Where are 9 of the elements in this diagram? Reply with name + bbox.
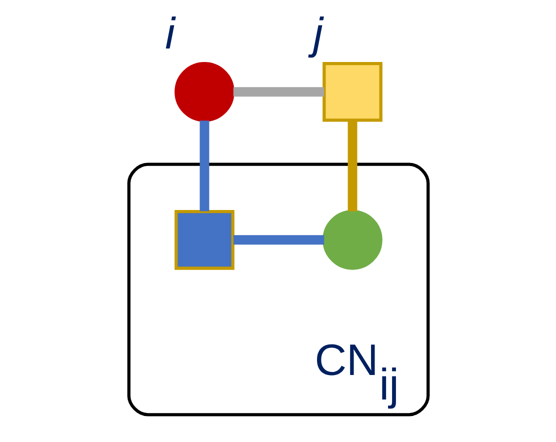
- connector: [232, 87, 324, 97]
- node-box: [174, 210, 234, 270]
- node-circle: [174, 62, 234, 122]
- node-box: [322, 62, 382, 122]
- connector: [199, 120, 209, 212]
- node-label: i: [164, 9, 174, 58]
- connector: [232, 235, 324, 245]
- node-circle: [322, 210, 382, 270]
- connector: [347, 120, 357, 212]
